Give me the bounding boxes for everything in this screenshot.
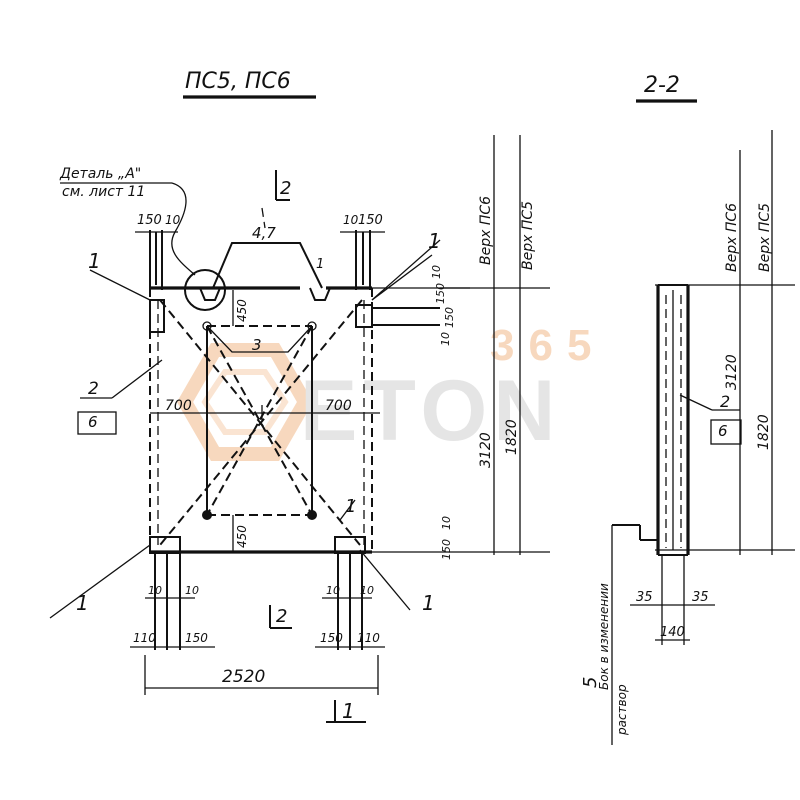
top-notch-right: [309, 287, 331, 301]
right-elevation-lines: [372, 135, 550, 555]
section-2-2-elevation-lines: [655, 130, 795, 555]
leader-1-top-left-line: [89, 269, 151, 301]
mark-3-center: 3: [252, 336, 262, 354]
dim-700-left: 700: [165, 398, 192, 414]
dim-150-top-right: 150: [358, 213, 383, 228]
watermark-brand: ETON: [300, 363, 561, 459]
section-dim-1820: 1820: [756, 414, 772, 450]
top-notch-left: [199, 287, 221, 301]
mark-6-box: [77, 411, 117, 435]
watermark-hexagon-inner-icon: [201, 369, 289, 435]
dim-10-bottom-right2: 10: [360, 584, 374, 597]
dim-2520-line: [144, 655, 379, 695]
dim-10-right-top2: 10: [439, 332, 452, 346]
section-dim-35-right: 35: [692, 590, 709, 605]
bottom-rebar-stubs: [130, 552, 385, 650]
dim-10-right-bottom: 10: [440, 516, 453, 530]
leader-1-top-left: 1: [88, 249, 101, 273]
watermark-hexagon-icon: [176, 343, 314, 461]
section-dim-140: 140: [660, 625, 685, 640]
detail-ref-line1: Деталь „А": [59, 166, 141, 182]
dim-110-left: 110: [133, 631, 156, 645]
leader-1-bottom-left: 1: [76, 591, 89, 615]
concrete-note-line2: раствор: [615, 684, 629, 736]
dim-10-bottom-left: 10: [148, 584, 162, 597]
mark-6-left: 6: [88, 413, 98, 431]
top-rebar-stubs: [135, 230, 385, 290]
section-mark-2: 2: [720, 392, 730, 411]
watermark-number: 365: [490, 321, 605, 370]
dim-10-right-top: 10: [430, 265, 443, 279]
dim-150-left: 150: [185, 631, 208, 645]
section-body: [612, 284, 690, 645]
dim-150-right-bottom: 150: [440, 539, 453, 560]
section-mark-bottom: 2: [276, 606, 287, 627]
diagonal-bracing: [159, 299, 363, 546]
section-label-top-ps6: Верх ПС6: [724, 203, 740, 272]
concrete-note-line1: Бок в изменении: [597, 583, 611, 690]
section-label-top-ps5: Верх ПС5: [757, 203, 773, 272]
inner-cage: [202, 321, 317, 520]
section-mark-6-box: [710, 419, 742, 445]
mark-2-left: 2: [88, 379, 99, 399]
dim-150-right: 150: [320, 631, 343, 645]
mid-dimension-line: [150, 405, 380, 421]
dim-700-right: 700: [325, 398, 352, 414]
dim-3120: 3120: [478, 432, 494, 468]
section-dim-3120: 3120: [724, 354, 740, 390]
leader-1-bottom-right: 1: [422, 591, 435, 615]
section-dim-35-left: 35: [636, 590, 653, 605]
dim-10-top-right: 10: [343, 213, 359, 227]
dim-2520: 2520: [222, 667, 265, 687]
dim-450-top: 450: [235, 299, 249, 322]
main-view-title: ПС5, ПС6: [185, 69, 291, 94]
label-top-ps5: Верх ПС5: [520, 201, 536, 270]
weld-mark: 4,7: [252, 224, 276, 242]
label-top-ps6: Верх ПС6: [478, 196, 494, 265]
concrete-note-mark: 5: [580, 677, 601, 688]
section-mark-top: 2: [280, 178, 291, 199]
dim-1820: 1820: [504, 419, 520, 455]
section-mark-6: 6: [718, 422, 728, 440]
top-lifting-notch: [212, 242, 323, 289]
dim-110-right: 110: [357, 631, 380, 645]
dim-450-bottom: 450: [235, 525, 249, 548]
axis-mark-bottom: 1: [342, 699, 355, 723]
leader-1-bottom-left-line: [49, 544, 151, 619]
dim-10-top-left: 10: [165, 213, 181, 227]
leader-1-mid-right-line: [339, 499, 356, 521]
detail-a-circle: [184, 269, 226, 311]
dim-10-bottom-right: 10: [326, 584, 340, 597]
leader-1-top-right-line: [371, 254, 433, 301]
dim-150-top-left: 150: [137, 213, 162, 228]
leader-1-bottom-right-line: [359, 549, 411, 611]
detail-ref-line2: см. лист 11: [62, 184, 145, 200]
leader-1-top-center: 1: [316, 257, 324, 272]
leader-1-mid-right: 1: [345, 496, 356, 517]
dim-10-bottom-left2: 10: [185, 584, 199, 597]
detail-ref-leader: [171, 182, 196, 276]
dim-150-right-top2: 150: [443, 307, 456, 328]
mark-2-6-leader: [111, 359, 163, 399]
leader-1-top-center-line: [371, 239, 441, 301]
dim-150-right-top: 150: [434, 283, 447, 304]
section-mark-leader: [679, 394, 713, 411]
section-view-title: 2-2: [644, 73, 680, 98]
weld-leader: [261, 207, 266, 229]
watermark: 365 ETON: [176, 321, 605, 461]
